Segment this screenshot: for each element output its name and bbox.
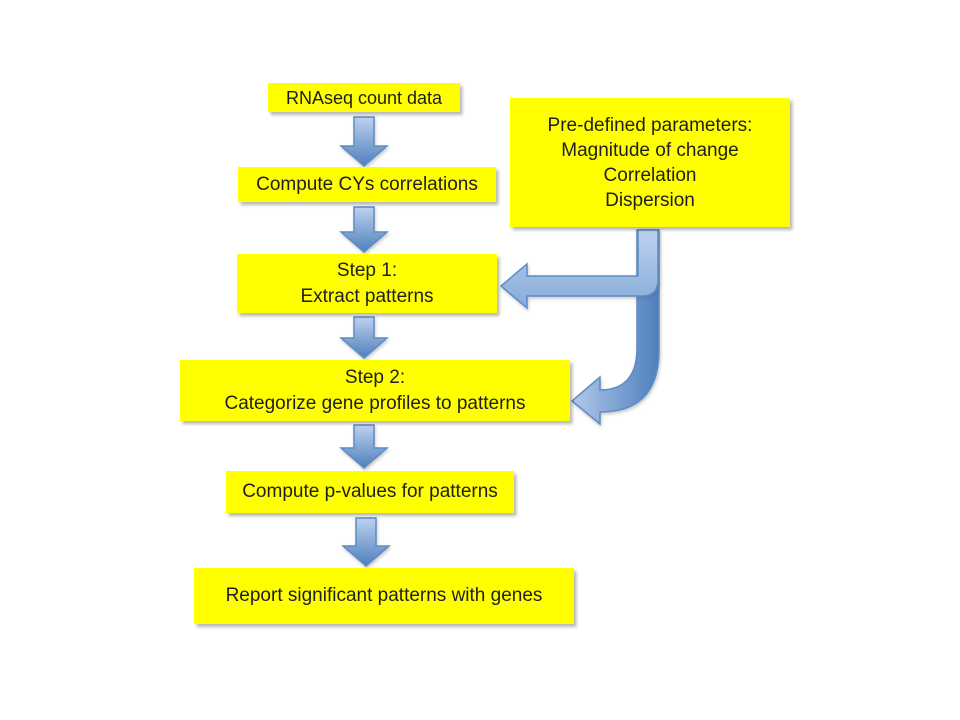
arrow-pvalues-to-report (340, 517, 392, 567)
node-compute-pvalues: Compute p-values for patterns (226, 471, 514, 513)
node-label-line1: Step 1: (336, 259, 398, 281)
node-step2-categorize-profiles: Step 2: Categorize gene profiles to patt… (180, 360, 570, 421)
arrow-step1-to-step2 (338, 316, 390, 359)
node-rnaseq-count-data: RNAseq count data (268, 83, 460, 112)
node-label-line4: Dispersion (605, 189, 695, 211)
arrow-rnaseq-to-correlations (338, 116, 390, 167)
node-label-line1: Pre-defined parameters: (547, 114, 753, 136)
node-label-line2: Magnitude of change (561, 139, 739, 161)
node-label-line2: Categorize gene profiles to patterns (224, 392, 526, 414)
node-label: Compute p-values for patterns (242, 481, 498, 502)
node-label-line1: Step 2: (344, 366, 406, 388)
node-label: RNAseq count data (285, 87, 443, 108)
node-label-line3: Correlation (603, 164, 697, 186)
node-predefined-parameters: Pre-defined parameters: Magnitude of cha… (510, 98, 790, 227)
arrow-correlations-to-step1 (338, 206, 390, 253)
arrow-step2-to-pvalues (338, 424, 390, 469)
node-report-significant-patterns: Report significant patterns with genes (194, 568, 574, 624)
node-label-line2: Extract patterns (300, 285, 434, 307)
arrow-params-to-step1 (499, 229, 659, 310)
node-step1-extract-patterns: Step 1: Extract patterns (237, 254, 497, 313)
node-label: Report significant patterns with genes (225, 585, 543, 606)
node-compute-correlations: Compute CYs correlations (238, 167, 496, 202)
node-label: Compute CYs correlations (256, 173, 478, 195)
